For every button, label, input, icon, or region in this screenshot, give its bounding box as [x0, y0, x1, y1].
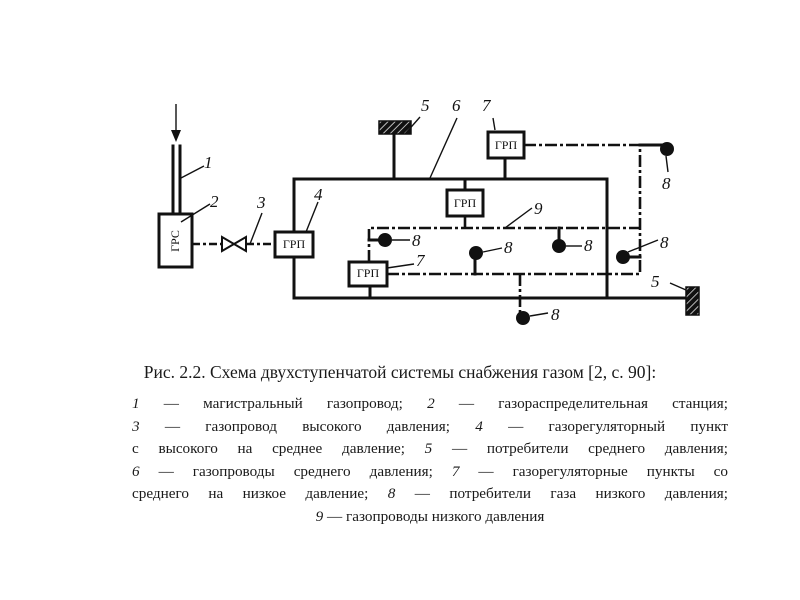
svg-text:ГРП: ГРП — [495, 138, 518, 152]
grp-middle: ГРП — [445, 188, 485, 218]
leader-lines — [180, 116, 687, 317]
callout-7: 7 — [416, 251, 426, 270]
low-pressure-network — [367, 143, 642, 316]
callout-3: 3 — [256, 193, 266, 212]
grs-label: ГРС — [168, 230, 182, 252]
callout-8: 8 — [504, 238, 513, 257]
legend-text: — газорегуляторный пункт — [482, 417, 728, 435]
gas-supply-scheme: ГРС ГРП ГРП ГРП ГРП — [157, 96, 700, 325]
grp-top: ГРП — [486, 130, 526, 160]
callout-6: 6 — [452, 96, 461, 115]
callout-5: 5 — [421, 96, 430, 115]
valve-icon — [221, 235, 236, 253]
callout-8: 8 — [551, 305, 560, 324]
callout-8: 8 — [412, 231, 421, 250]
legend-number: 3 — [132, 417, 140, 435]
legend-number: 1 — [132, 395, 140, 412]
svg-text:ГРП: ГРП — [357, 266, 380, 280]
legend-number: 6 — [132, 462, 140, 480]
legend-text: — газопровод высокого давления; — [139, 417, 476, 435]
legend-line: 9 — газопроводы низкого давления — [132, 506, 728, 529]
legend-text: — газопроводы среднего давления; — [139, 462, 452, 480]
legend-number: 5 — [424, 440, 433, 458]
legend-text: с высокого на среднее давление; — [132, 440, 425, 458]
figure-caption: Рис. 2.2. Схема двухступенчатой системы … — [143, 362, 657, 382]
legend-number: 2 — [427, 395, 435, 412]
callout-5: 5 — [651, 272, 660, 291]
callout-numbers: 1 2 3 4 5 6 7 8 8 8 8 8 8 7 9 5 — [204, 96, 671, 324]
low-consumers — [367, 142, 674, 325]
callout-2: 2 — [210, 192, 219, 211]
legend-text: — магистральный газопровод; — [139, 395, 428, 412]
legend-text: — газопроводы низкого давления — [323, 507, 545, 525]
legend-line: с высокого на среднее давление; 5 — потр… — [132, 438, 728, 461]
legend-text: среднего на низкое давление; — [132, 485, 388, 503]
svg-text:ГРП: ГРП — [454, 196, 477, 210]
consumer-dot — [660, 142, 674, 156]
consumer-dot — [552, 239, 566, 253]
consumer-dot — [378, 233, 392, 247]
callout-4: 4 — [314, 185, 323, 204]
legend-number: 4 — [475, 417, 483, 435]
main-pipeline — [171, 104, 182, 216]
legend-number: 7 — [451, 462, 460, 480]
callout-8: 8 — [584, 236, 593, 255]
callout-8: 8 — [662, 174, 671, 193]
figure-legend: 1 — магистральный газопровод; 2 — газора… — [132, 393, 728, 529]
legend-text: — газораспределительная станция; — [434, 395, 728, 412]
callout-9: 9 — [534, 199, 543, 218]
high-pressure-pipeline — [192, 235, 275, 253]
grp-lower: ГРП — [347, 260, 389, 288]
legend-number: 9 — [315, 507, 324, 525]
legend-line: среднего на низкое давление; 8 — потреби… — [132, 483, 728, 506]
legend-line: 6 — газопроводы среднего давления; 7 — г… — [132, 461, 728, 484]
consumer-dot — [516, 311, 530, 325]
grp-high-to-medium: ГРП — [273, 230, 315, 259]
callout-1: 1 — [204, 153, 213, 172]
medium-consumer-right — [685, 286, 700, 316]
consumer-dot — [469, 246, 483, 260]
legend-text: — потребители газа низкого давления; — [395, 485, 729, 503]
grs-station: ГРС — [157, 212, 194, 269]
legend-text: — потребители среднего давления; — [432, 440, 728, 458]
callout-7: 7 — [482, 96, 492, 115]
legend-line: 3 — газопровод высокого давления; 4 — га… — [132, 416, 728, 439]
grp-label: ГРП — [283, 237, 306, 251]
legend-line: 1 — магистральный газопровод; 2 — газора… — [132, 393, 728, 416]
legend-text: — газорегуляторные пункты со — [459, 462, 728, 480]
callout-8: 8 — [660, 233, 669, 252]
consumer-dot — [616, 250, 630, 264]
legend-number: 8 — [387, 485, 396, 503]
